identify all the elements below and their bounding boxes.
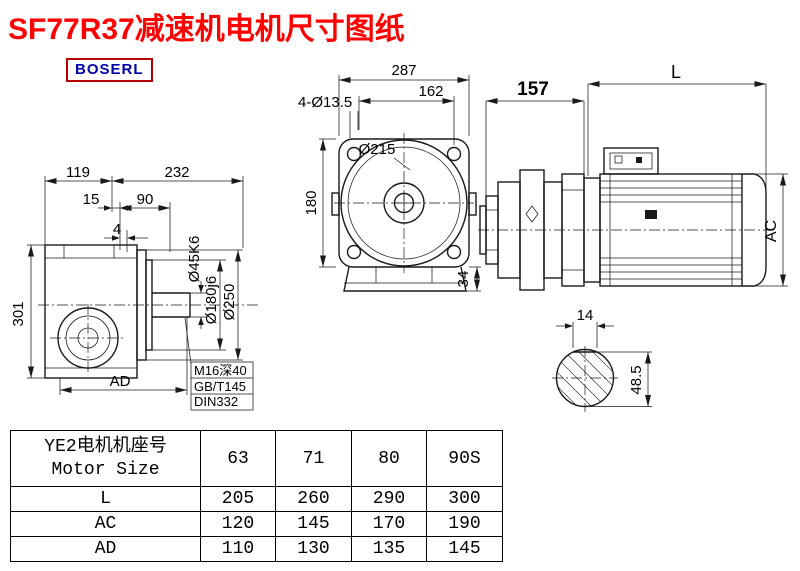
value-cell: 190 bbox=[426, 511, 503, 537]
shaft-section-view: 14 48.5 bbox=[552, 307, 652, 412]
size-col-63: 63 bbox=[200, 430, 276, 487]
table-row-l: L 205 260 290 300 bbox=[10, 486, 503, 512]
row-label-l: L bbox=[10, 486, 201, 512]
note-m16: M16深40 bbox=[194, 363, 247, 378]
size-col-71: 71 bbox=[275, 430, 352, 487]
dim-119: 119 bbox=[66, 164, 90, 181]
flange-dia-label: Ø250 bbox=[221, 284, 238, 321]
table-row-ad: AD 110 130 135 145 bbox=[10, 536, 503, 562]
value-cell: 300 bbox=[426, 486, 503, 512]
header-cn: YE2电机机座号 bbox=[44, 436, 167, 457]
motor-size-header: YE2电机机座号 Motor Size bbox=[10, 430, 201, 487]
row-label-ad: AD bbox=[10, 536, 201, 562]
value-cell: 120 bbox=[200, 511, 276, 537]
dim-34: 34 bbox=[455, 271, 472, 288]
circle-dia-label: Ø215 bbox=[359, 141, 396, 158]
row-label-ac: AC bbox=[10, 511, 201, 537]
value-cell: 135 bbox=[351, 536, 427, 562]
note-din: DIN332 bbox=[194, 394, 238, 409]
spigot-dia-label: Ø180j6 bbox=[203, 276, 220, 324]
dim-ac: AC bbox=[763, 220, 780, 242]
value-cell: 110 bbox=[200, 536, 276, 562]
value-cell: 170 bbox=[351, 511, 427, 537]
dim-301: 301 bbox=[10, 301, 27, 326]
table-row-ac: AC 120 145 170 190 bbox=[10, 511, 503, 537]
holes-label: 4-Ø13.5 bbox=[298, 94, 352, 111]
dim-90: 90 bbox=[137, 191, 154, 208]
dim-15: 15 bbox=[83, 191, 100, 208]
page-title: SF77R37减速机电机尺寸图纸 bbox=[8, 13, 405, 46]
value-cell: 145 bbox=[426, 536, 503, 562]
dim-287: 287 bbox=[391, 62, 416, 79]
note-gb: GB/T145 bbox=[194, 379, 246, 394]
table-header-row: YE2电机机座号 Motor Size 63 71 80 90S bbox=[10, 430, 503, 487]
shaft-dia-label: Ø45K6 bbox=[186, 236, 203, 283]
brand-logo: BOSERL bbox=[66, 58, 153, 82]
value-cell: 205 bbox=[200, 486, 276, 512]
header-en: Motor Size bbox=[51, 459, 160, 480]
size-col-90s: 90S bbox=[426, 430, 503, 487]
dim-180: 180 bbox=[303, 190, 320, 215]
value-cell: 290 bbox=[351, 486, 427, 512]
dim-l: L bbox=[671, 62, 681, 82]
size-col-80: 80 bbox=[351, 430, 427, 487]
value-cell: 145 bbox=[275, 511, 352, 537]
dim-157: 157 bbox=[517, 79, 549, 100]
dim-ad: AD bbox=[110, 373, 131, 390]
dim-48-5: 48.5 bbox=[628, 365, 645, 394]
dim-232: 232 bbox=[164, 164, 189, 181]
value-cell: 260 bbox=[275, 486, 352, 512]
dim-162: 162 bbox=[418, 83, 443, 100]
motor-side-view: 157 L AC bbox=[478, 62, 788, 291]
dimension-table: YE2电机机座号 Motor Size 63 71 80 90S L 205 2… bbox=[10, 430, 503, 562]
dim-14: 14 bbox=[577, 307, 594, 324]
dim-4: 4 bbox=[113, 221, 121, 238]
value-cell: 130 bbox=[275, 536, 352, 562]
reducer-side-view: 119 232 15 90 4 301 AD Ø45K bbox=[10, 164, 258, 411]
flange-front-view: 287 162 4-Ø13.5 Ø215 180 34 bbox=[298, 62, 481, 292]
